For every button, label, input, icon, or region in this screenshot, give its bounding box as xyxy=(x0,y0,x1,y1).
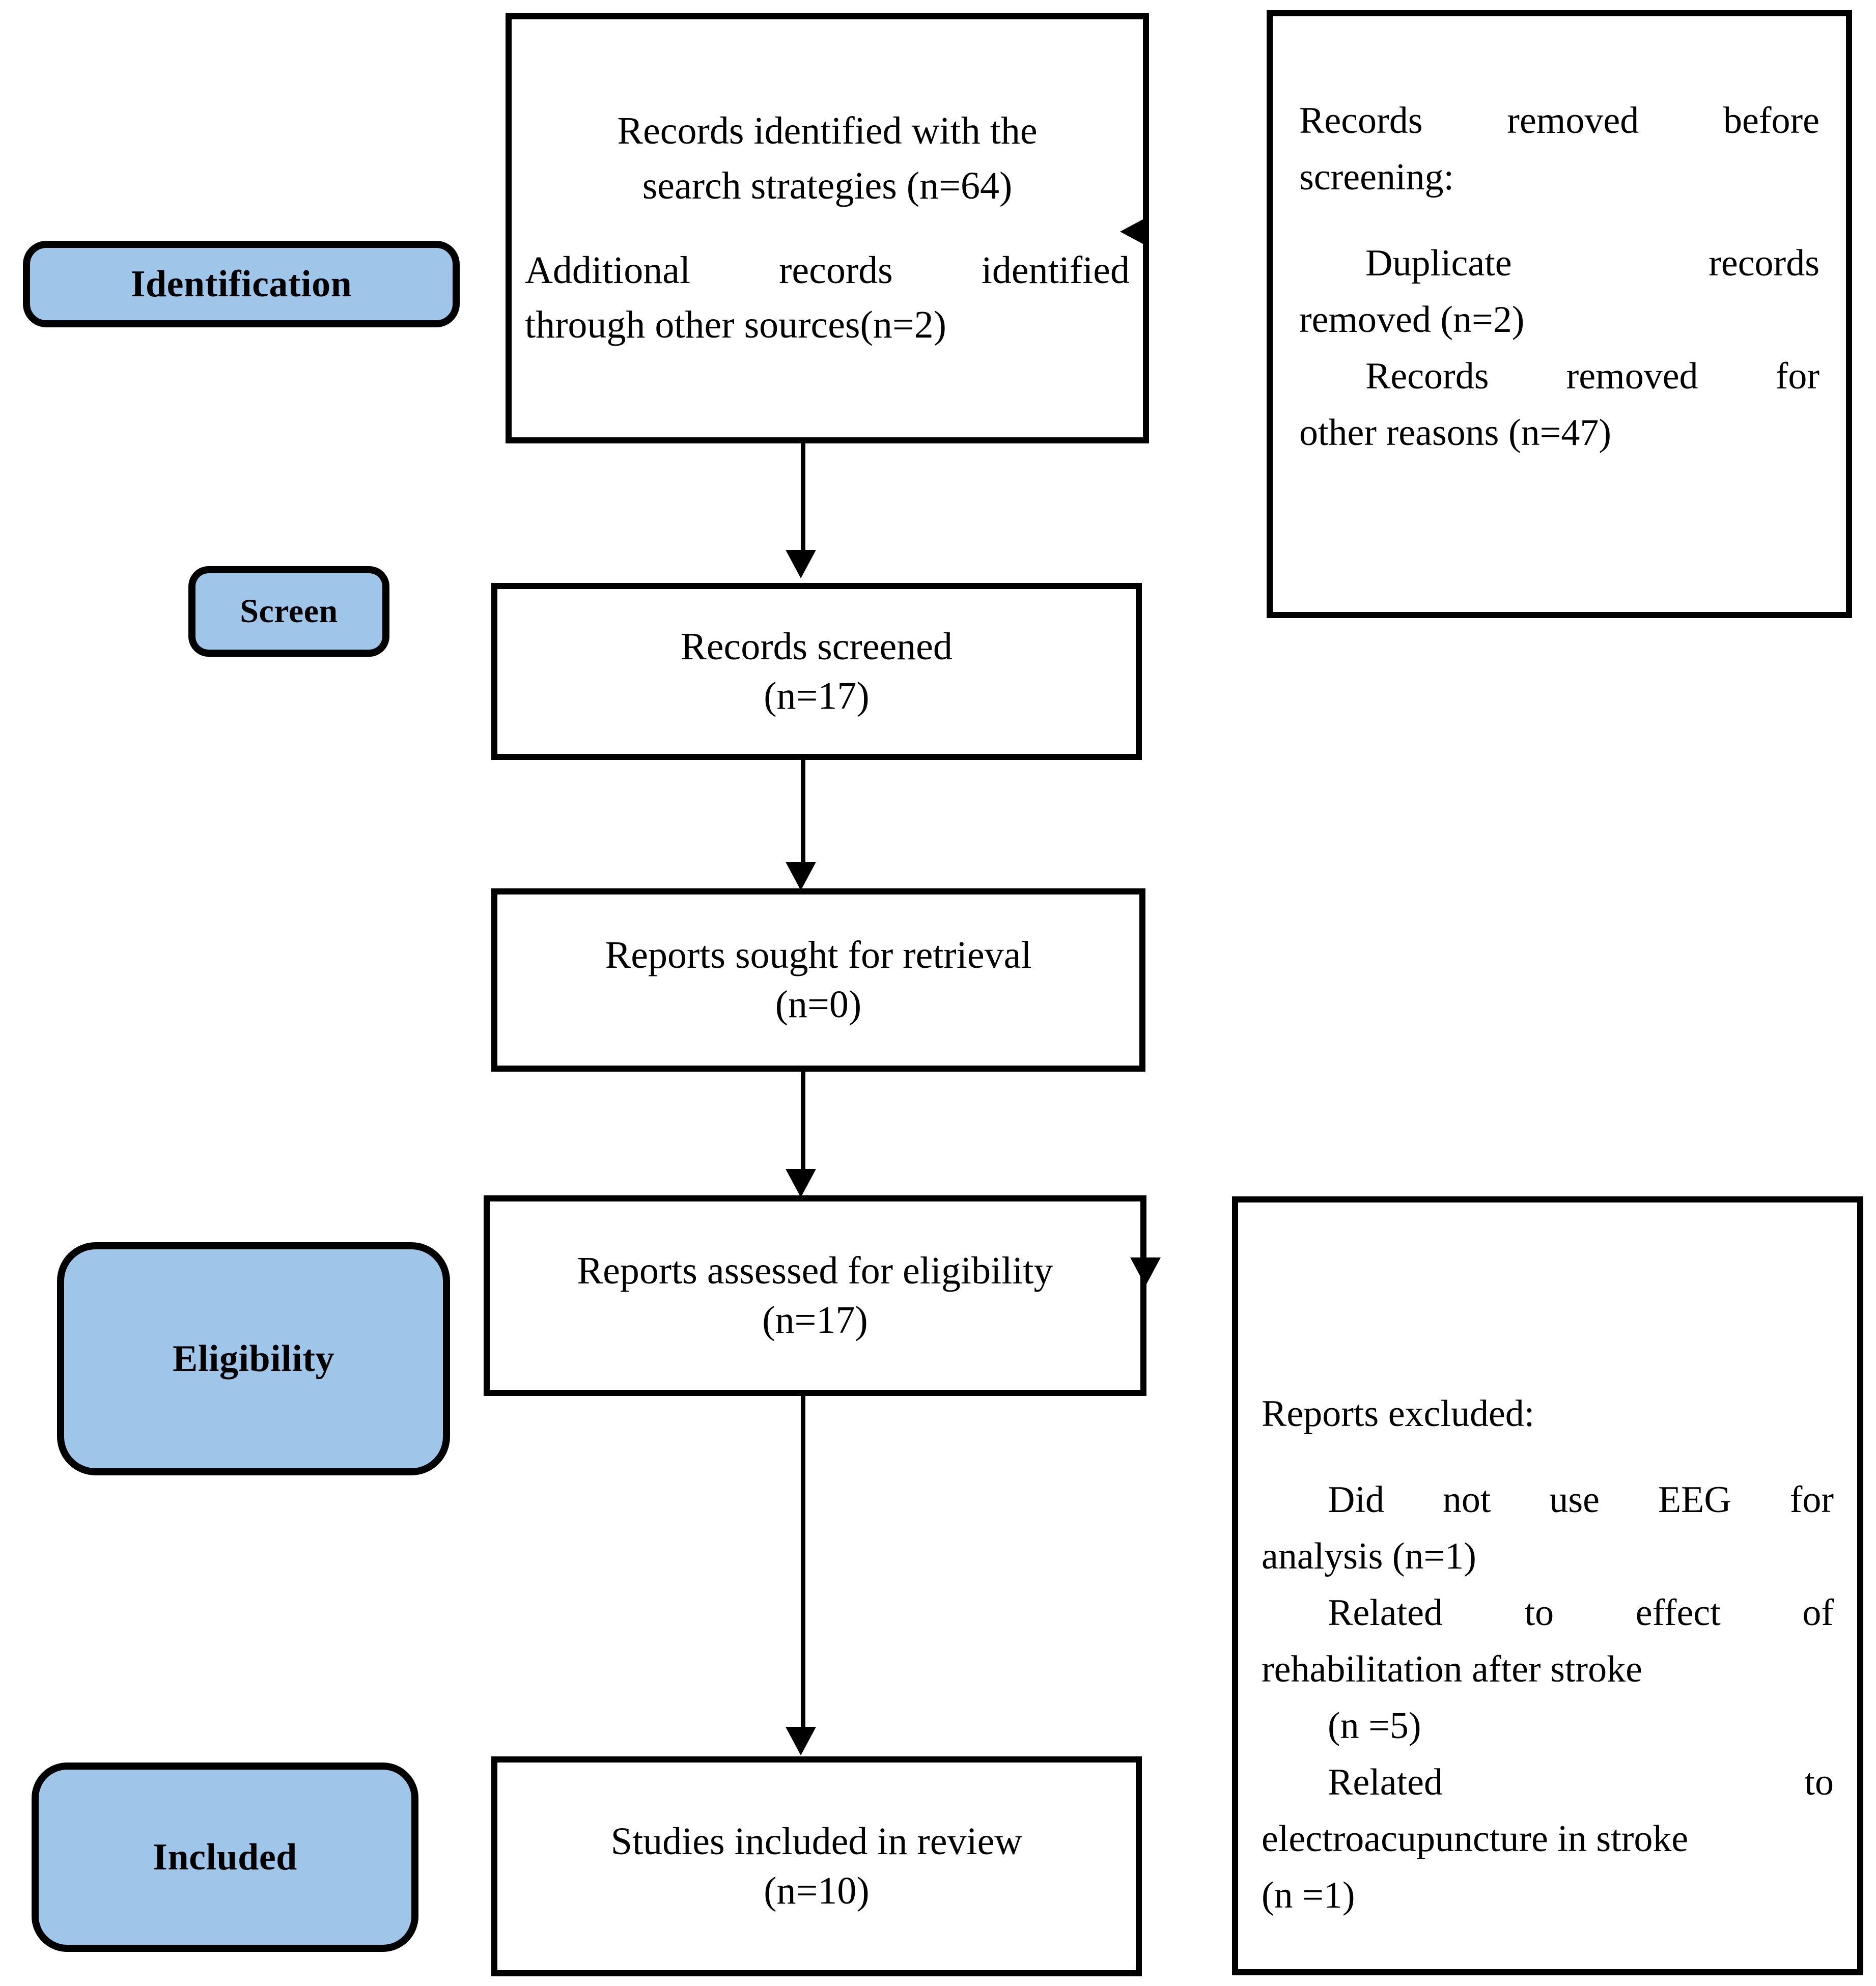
reports-assessed-line-1: Reports assessed for eligibility xyxy=(577,1249,1053,1292)
phase-identification-text: Identification xyxy=(130,263,352,305)
records-identified-line-1: Records identified with the xyxy=(617,109,1038,152)
phase-label-screen: Screen xyxy=(188,566,389,657)
phase-label-identification: Identification xyxy=(23,241,460,327)
arrowhead-screened-to-sought xyxy=(786,862,816,890)
records-identified-line-2: search strategies (n=64) xyxy=(642,164,1013,207)
phase-eligibility-text: Eligibility xyxy=(172,1337,334,1380)
removed-item-1-line-2: removed (n=2) xyxy=(1299,299,1525,341)
removed-item-1-line-1: Duplicate records xyxy=(1365,242,1819,284)
box-reports-excluded: Reports excluded: Did not use EEG for an… xyxy=(1232,1196,1863,1975)
box-records-screened: Records screened (n=17) xyxy=(491,583,1142,760)
excluded-item-2-line-2: rehabilitation after stroke xyxy=(1262,1648,1642,1690)
records-screened-line-2: (n=17) xyxy=(764,675,870,717)
excluded-item-3-line-3: (n =1) xyxy=(1262,1875,1355,1916)
box-records-removed-before-screening: Records removed before screening: Duplic… xyxy=(1267,10,1852,618)
arrowhead-records-removed xyxy=(1120,216,1149,247)
arrowhead-sought-to-assessed xyxy=(786,1169,816,1197)
reports-assessed-line-2: (n=17) xyxy=(762,1299,868,1341)
phase-label-eligibility: Eligibility xyxy=(57,1242,450,1475)
phase-screen-text: Screen xyxy=(240,593,338,630)
excluded-item-3-line-1: Related to xyxy=(1328,1761,1834,1803)
arrowhead-identified-to-screened xyxy=(786,550,816,578)
excluded-item-1-line-1: Did not use EEG for xyxy=(1328,1479,1834,1521)
removed-gap xyxy=(1299,206,1819,235)
arrowhead-reports-excluded xyxy=(1130,1257,1161,1286)
box-reports-sought: Reports sought for retrieval (n=0) xyxy=(491,888,1145,1072)
box-studies-included: Studies included in review (n=10) xyxy=(491,1756,1142,1976)
records-identified-gap xyxy=(525,214,1130,243)
removed-heading-line-2: screening: xyxy=(1299,156,1454,198)
removed-heading-line-1: Records removed before xyxy=(1299,100,1819,142)
records-identified-line-3: Additional records identified xyxy=(525,248,1130,292)
box-reports-assessed: Reports assessed for eligibility (n=17) xyxy=(484,1195,1146,1396)
excluded-item-2-line-1: Related to effect of xyxy=(1328,1592,1834,1634)
connector-sought-to-assessed xyxy=(801,1072,805,1173)
studies-included-line-1: Studies included in review xyxy=(610,1820,1023,1863)
excluded-item-2-line-3: (n =5) xyxy=(1328,1705,1421,1747)
phase-label-included: Included xyxy=(32,1763,418,1952)
arrowhead-assessed-to-included xyxy=(786,1727,816,1755)
excluded-item-1-line-2: analysis (n=1) xyxy=(1262,1535,1476,1577)
connector-identified-to-screened xyxy=(801,442,805,554)
connector-screened-to-sought xyxy=(801,760,805,864)
reports-sought-line-2: (n=0) xyxy=(775,983,862,1026)
box-records-identified: Records identified with the search strat… xyxy=(506,13,1149,443)
records-screened-line-1: Records screened xyxy=(681,625,953,668)
phase-included-text: Included xyxy=(153,1836,297,1878)
connector-assessed-to-included xyxy=(801,1395,805,1731)
reports-sought-line-1: Reports sought for retrieval xyxy=(605,933,1032,976)
removed-item-2-line-1: Records removed for xyxy=(1365,355,1819,397)
studies-included-line-2: (n=10) xyxy=(764,1869,870,1912)
records-identified-line-4: through other sources(n=2) xyxy=(525,303,946,347)
excluded-heading: Reports excluded: xyxy=(1262,1393,1535,1435)
excluded-gap xyxy=(1262,1442,1834,1472)
removed-item-2-line-2: other reasons (n=47) xyxy=(1299,412,1611,454)
excluded-item-3-line-2: electroacupuncture in stroke xyxy=(1262,1818,1689,1860)
